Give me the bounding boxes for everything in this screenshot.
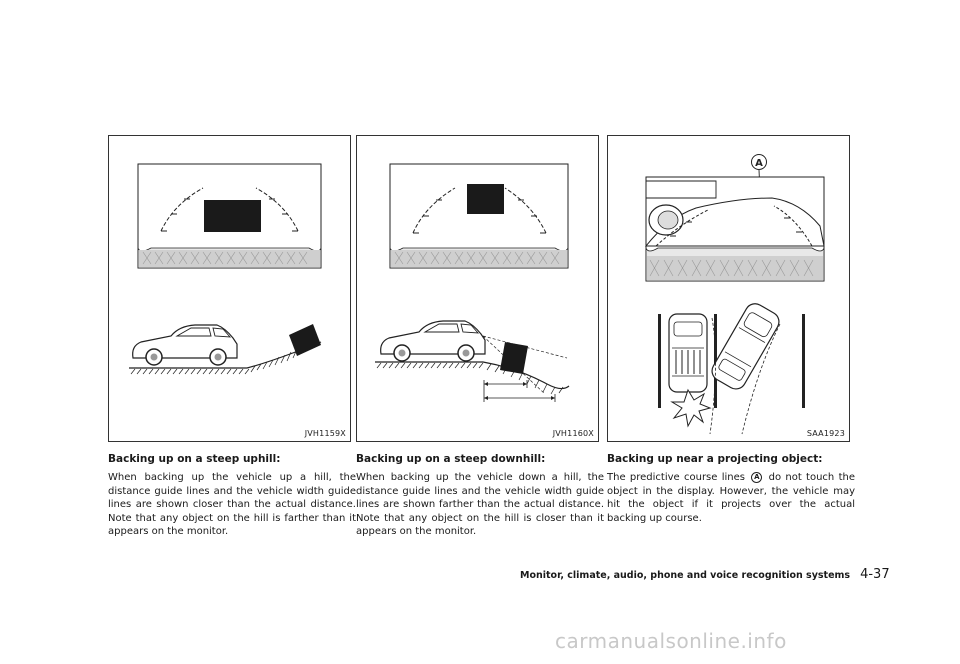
section-body: When backing up the vehicle up a hill, t…: [108, 472, 356, 537]
callout-a-icon: A: [751, 472, 763, 483]
callout-a-label: A: [755, 158, 763, 169]
figure-code: JVH1159X: [304, 429, 346, 438]
section-uphill: Backing up on a steep uphill: When backi…: [108, 453, 356, 539]
section-downhill: Backing up on a steep downhill: When bac…: [356, 453, 604, 539]
body-text-after: do not touch the object in the display. …: [607, 472, 855, 524]
page-footer: Monitor, climate, audio, phone and voice…: [520, 563, 890, 582]
figure-projecting-object: A: [607, 135, 850, 442]
body-text-before: The predictive course lines: [607, 472, 745, 483]
section-heading: Backing up on a steep downhill:: [356, 453, 546, 465]
figure-code: JVH1160X: [552, 429, 594, 438]
footer-title: Monitor, climate, audio, phone and voice…: [520, 570, 851, 581]
projecting-object-illustration: A: [644, 154, 825, 435]
section-body: The predictive course lines A do not tou…: [607, 471, 855, 525]
section-heading: Backing up on a steep uphill:: [108, 453, 281, 465]
figure-downhill: JVH1160X: [356, 135, 599, 442]
uphill-illustration: [129, 163, 322, 375]
figure-code: SAA1923: [806, 429, 845, 438]
page-number: 4-37: [860, 567, 890, 582]
watermark: carmanualsonline.info: [555, 629, 787, 653]
section-projecting-object: Backing up near a projecting object: The…: [607, 453, 855, 525]
figure-uphill: JVH1159X: [108, 135, 351, 442]
downhill-illustration: [375, 163, 570, 402]
section-heading: Backing up near a projecting object:: [607, 453, 823, 465]
section-body: When backing up the vehicle down a hill,…: [356, 472, 604, 537]
